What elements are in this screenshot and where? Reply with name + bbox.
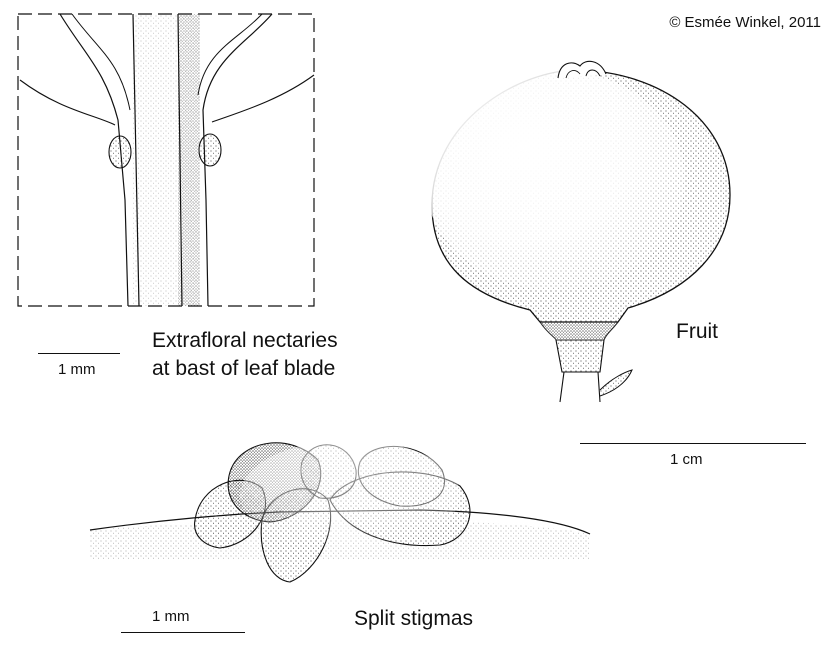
stigmas-caption: Split stigmas [354,607,474,630]
stigmas-scale-bar [121,632,245,633]
nectaries-scale-bar [38,353,120,354]
fruit-caption: Fruit [676,320,718,343]
fruit-illustration [425,60,731,403]
nectaries-illustration [17,13,315,307]
fruit-scale-label: 1 cm [670,451,703,468]
nectary-gland-left [108,135,132,169]
stigmas-scale-label: 1 mm [152,608,190,625]
nectaries-caption-line1: Extrafloral nectaries [152,329,338,352]
stigmas-illustration [89,440,591,583]
copyright-notice: © Esmée Winkel, 2011 [669,14,821,31]
nectaries-scale-label: 1 mm [58,361,96,378]
fruit-scale-bar [580,443,806,444]
nectaries-caption-line2: at bast of leaf blade [152,357,336,380]
nectary-gland-right [198,133,222,167]
